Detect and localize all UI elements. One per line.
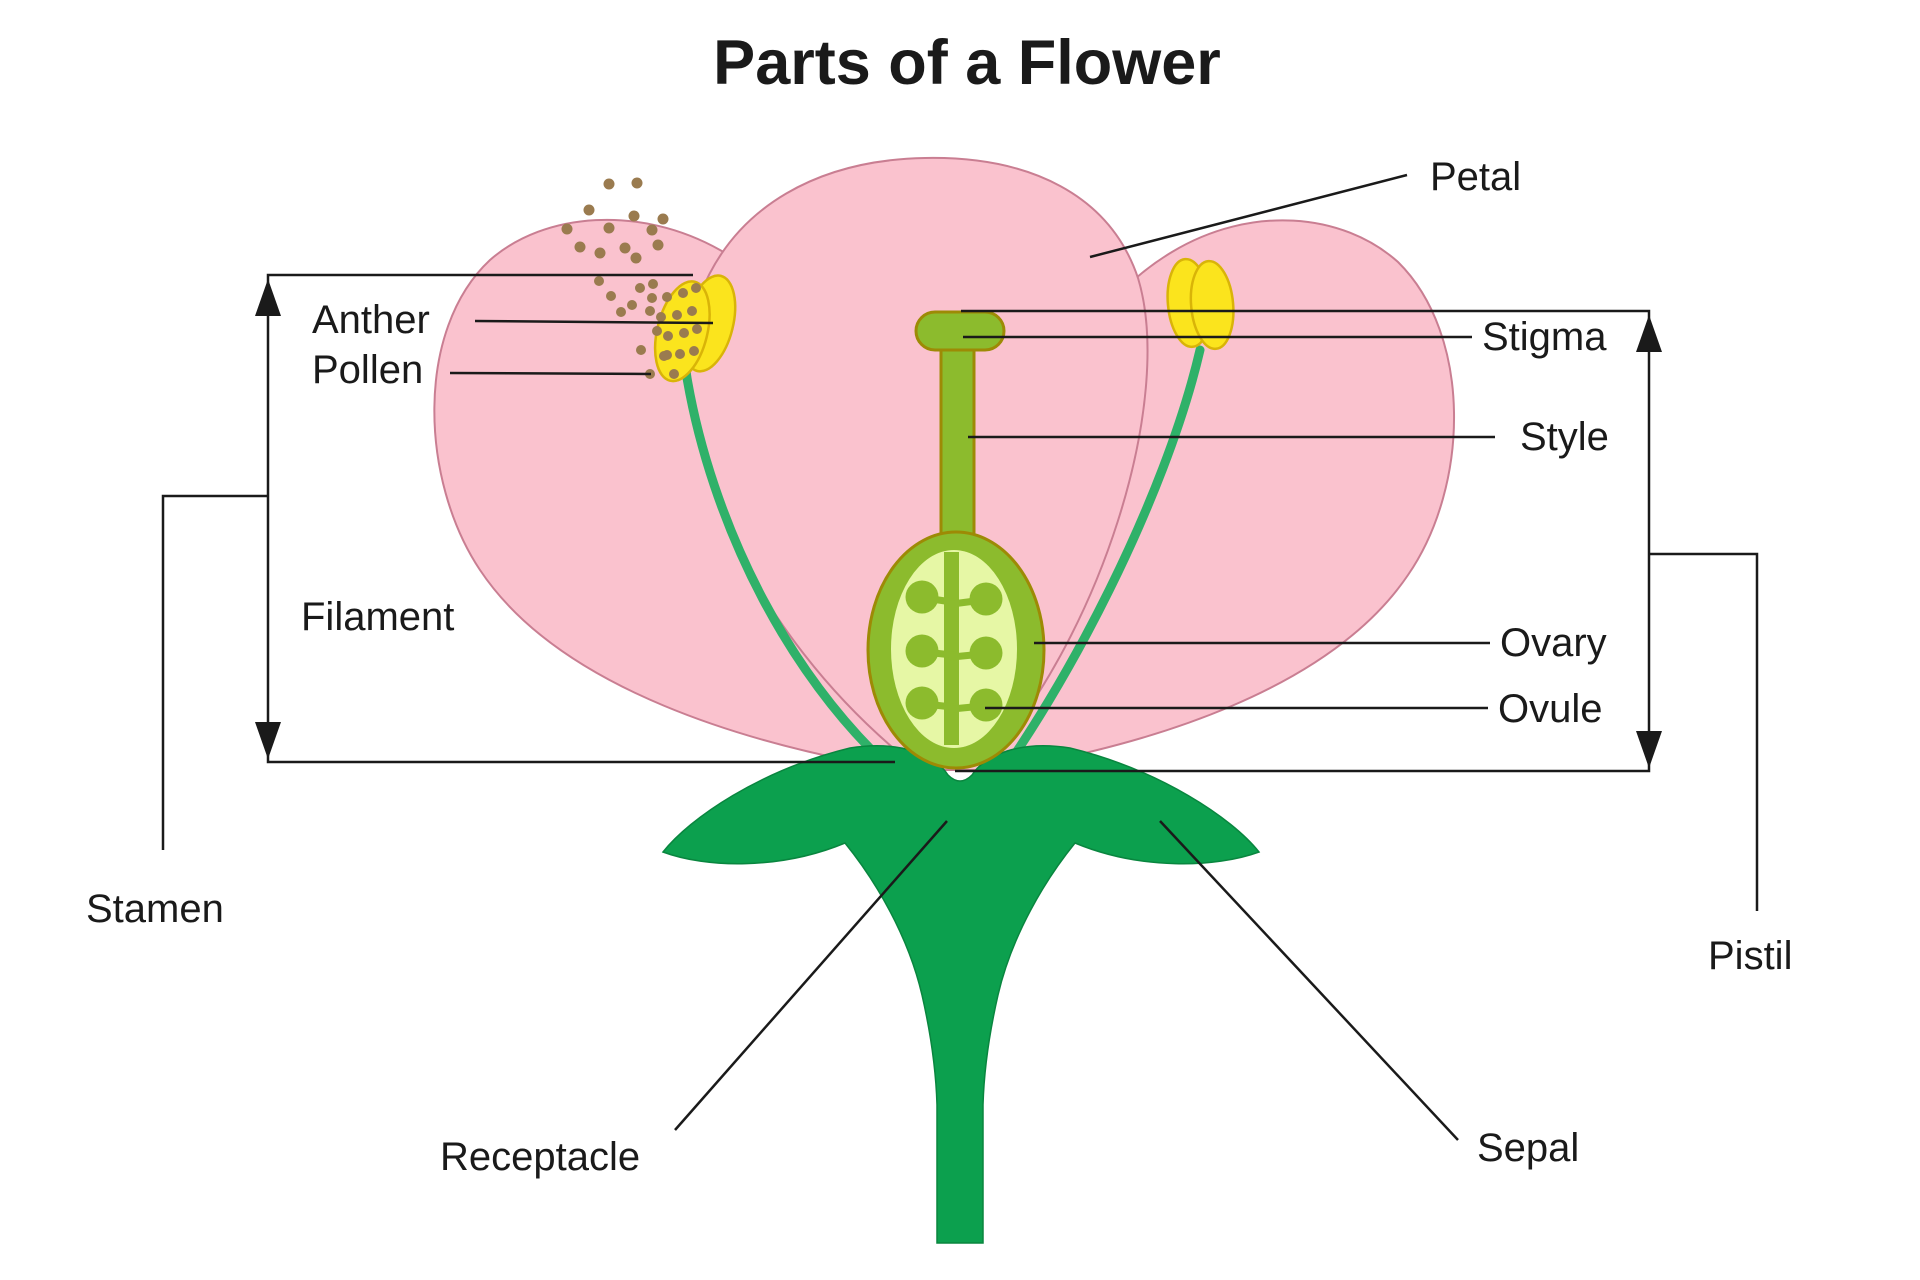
ovule-label: Ovule (1498, 687, 1603, 731)
stamen-label: Stamen (86, 887, 224, 931)
diagram-title: Parts of a Flower (713, 28, 1221, 98)
stamen-bracket-up-arrow (255, 279, 281, 316)
anther-pointer-line (474, 319, 714, 325)
filament-label: Filament (301, 595, 455, 639)
pointer-lines (449, 173, 1495, 1141)
pistil-bracket (955, 309, 1759, 911)
pistil-bracket-up-arrow (1636, 315, 1662, 352)
petal-pointer-line (1089, 173, 1408, 259)
pollen-label: Pollen (312, 348, 424, 392)
anther-label: Anther (312, 298, 430, 342)
filament-right (983, 345, 1205, 797)
receptacle-label: Receptacle (440, 1135, 641, 1179)
pistil-label: Pistil (1708, 934, 1793, 978)
stigma-label: Stigma (1482, 315, 1607, 359)
ovules (905, 580, 1003, 722)
stamen-connector (161, 494, 268, 850)
petal-label: Petal (1430, 155, 1522, 199)
ovary-label: Ovary (1500, 621, 1607, 665)
pollen-pointer-line (449, 371, 652, 376)
pistil-group (866, 310, 1046, 770)
style-label: Style (1520, 415, 1609, 459)
pistil-bracket-down-arrow (1636, 731, 1662, 768)
placenta-column (944, 552, 959, 745)
pistil-connector (1649, 552, 1759, 911)
sepal-label: Sepal (1477, 1126, 1580, 1170)
receptacle-pointer-line (674, 820, 948, 1131)
stamen-bracket-down-arrow (255, 722, 281, 759)
sepal-stem-shape (661, 745, 1261, 1244)
stigma-shape (914, 310, 1006, 352)
sepal-pointer-line (1159, 820, 1459, 1141)
pollen-cloud (561, 177, 669, 264)
anther-right (1166, 257, 1235, 351)
pollen-on-anther (656, 283, 702, 379)
style-shape (939, 333, 976, 567)
stamen-bracket (161, 273, 895, 850)
